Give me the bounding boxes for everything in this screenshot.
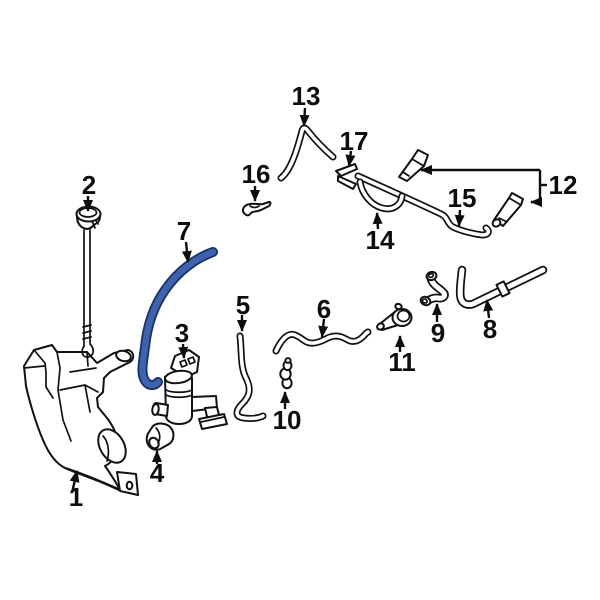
elbow-top-hole xyxy=(427,272,435,279)
part-17-connector[interactable]: 17 xyxy=(335,126,369,190)
part-label-8[interactable]: 8 xyxy=(483,314,497,344)
part-8-bent-tube[interactable]: 8 xyxy=(455,265,548,344)
clip-lower-blade xyxy=(337,175,357,190)
hose-13-inner xyxy=(279,126,335,180)
part-label-7[interactable]: 7 xyxy=(177,216,191,246)
part-label-4[interactable]: 4 xyxy=(150,458,165,488)
valve-nub xyxy=(284,357,292,364)
part-label-10[interactable]: 10 xyxy=(273,405,302,435)
part-10-check-valve[interactable]: 10 xyxy=(273,357,302,435)
callout-arrow-1 xyxy=(69,470,80,494)
pump-body xyxy=(164,376,193,425)
tube-8-collar xyxy=(495,280,511,298)
hose-15-inner xyxy=(356,174,491,237)
bracket-line-lower xyxy=(530,170,542,207)
joint-tip xyxy=(376,322,385,331)
part-label-2[interactable]: 2 xyxy=(82,170,96,200)
dipstick-tip xyxy=(81,343,94,358)
part-6-hose[interactable]: 6 xyxy=(272,294,372,355)
grommet-arc xyxy=(155,427,161,444)
part-label-16[interactable]: 16 xyxy=(242,159,271,189)
pump-body-bands xyxy=(165,389,193,399)
part-3-washer-pump[interactable]: 3 xyxy=(151,318,228,430)
part-12-nozzle-pair[interactable]: 12 xyxy=(398,149,578,228)
grommet-stem xyxy=(148,436,160,450)
hose-14-inner xyxy=(358,180,404,211)
pump-inlet-end xyxy=(151,403,160,416)
hose-5-inner xyxy=(235,334,265,421)
part-5-hose[interactable]: 5 xyxy=(233,290,267,422)
part-9-elbow[interactable]: 9 xyxy=(419,270,449,348)
pump-flange-line xyxy=(200,416,225,423)
part-label-14[interactable]: 14 xyxy=(366,225,395,255)
nozzle-12b-tip xyxy=(491,218,502,228)
part-label-15[interactable]: 15 xyxy=(448,183,477,213)
nozzle-16-detail xyxy=(249,205,260,209)
hose-7-fill xyxy=(139,248,217,389)
part-15-hose[interactable]: 15 xyxy=(354,172,492,239)
part-label-12[interactable]: 12 xyxy=(549,170,578,200)
part-16-nozzle[interactable]: 16 xyxy=(241,159,272,217)
part-11-hose-joint[interactable]: 11 xyxy=(376,302,416,377)
tube-8-inner xyxy=(457,267,546,308)
callout-arrow-3 xyxy=(178,343,189,359)
reservoir-neck-opening xyxy=(115,349,132,363)
part-label-11[interactable]: 11 xyxy=(388,347,416,377)
clip-upper-blade xyxy=(335,163,358,177)
callout-arrow-6 xyxy=(318,318,329,338)
part-13-hose[interactable]: 13 xyxy=(277,81,337,182)
nozzle-12b-detail xyxy=(498,197,522,223)
part-label-9[interactable]: 9 xyxy=(431,318,445,348)
part-label-6[interactable]: 6 xyxy=(317,294,331,324)
reservoir-port-arc xyxy=(65,435,120,490)
pump-connector-pins xyxy=(179,356,196,368)
callout-arrow-13 xyxy=(299,107,310,127)
dipstick-rod xyxy=(82,229,92,347)
callout-arrow-8 xyxy=(483,299,494,319)
part-1-washer-reservoir[interactable]: 1 xyxy=(23,344,139,512)
pump-body-rim xyxy=(164,369,193,385)
reservoir-facet-lines xyxy=(23,349,99,442)
elbow-inner xyxy=(424,276,448,304)
elbow-side-hole xyxy=(421,298,428,304)
callout-arrow-14 xyxy=(372,212,383,230)
part-label-13[interactable]: 13 xyxy=(292,81,321,111)
hose-6-inner xyxy=(274,330,370,353)
part-label-3[interactable]: 3 xyxy=(175,318,189,348)
part-label-17[interactable]: 17 xyxy=(340,126,369,156)
part-14-hose[interactable]: 14 xyxy=(356,178,406,255)
joint-nub xyxy=(394,302,403,311)
callout-arrow-15 xyxy=(454,209,465,227)
joint-disc-inner xyxy=(396,309,411,323)
part-2-cap-dipstick[interactable]: 2 xyxy=(75,170,102,358)
callout-arrow-17 xyxy=(345,150,356,167)
part-4-grommet[interactable]: 4 xyxy=(145,422,175,488)
callout-arrow-7 xyxy=(181,241,192,263)
part-label-5[interactable]: 5 xyxy=(236,290,250,320)
part-label-1[interactable]: 1 xyxy=(69,482,83,512)
mount-hole xyxy=(125,480,134,491)
nozzle-16-body xyxy=(241,200,272,217)
nozzle-12a-detail xyxy=(402,158,425,177)
joint-disc xyxy=(391,308,413,327)
part-7-highlighted-hose[interactable]: 7 xyxy=(137,216,218,390)
